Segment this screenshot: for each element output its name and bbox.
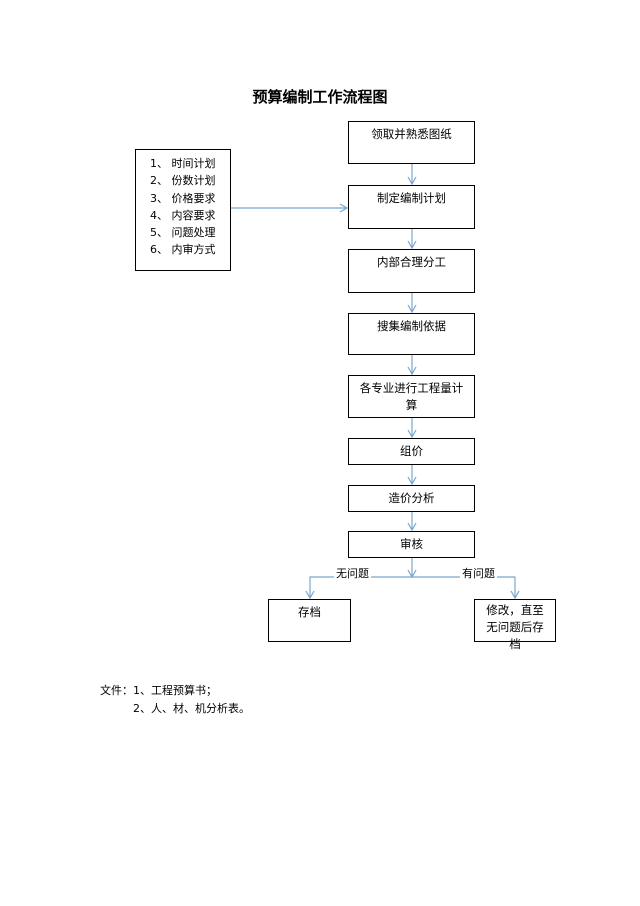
step-pricing: 组价 <box>348 438 475 465</box>
step-quantity-calc: 各专业进行工程量计算 <box>348 375 475 418</box>
has-issue-label: 有问题 <box>460 565 497 581</box>
requirement-item: 6、 内审方式 <box>150 243 216 257</box>
no-issue-label: 无问题 <box>334 565 371 581</box>
files-line-1: 文件：1、工程预算书； <box>100 684 217 697</box>
requirement-item: 5、 问题处理 <box>150 226 216 240</box>
branch-no-issue <box>305 576 412 600</box>
diagram-title: 预算编制工作流程图 <box>252 88 388 106</box>
step-collect-basis: 搜集编制依据 <box>348 313 475 355</box>
outcome-revise: 修改，直至无问题后存档 <box>474 599 556 651</box>
requirements-box: 1、 时间计划 2、 份数计划 3、 价格要求 4、 内容要求 5、 问题处理 … <box>135 149 231 271</box>
files-line-2: 2、人、材、机分析表。 <box>133 702 250 715</box>
step-assign-work: 内部合理分工 <box>348 249 475 293</box>
requirement-item: 1、 时间计划 <box>150 157 216 170</box>
step-receive-drawings: 领取并熟悉图纸 <box>348 121 475 164</box>
step-make-plan: 制定编制计划 <box>348 185 475 229</box>
branch-has-issue <box>412 576 520 600</box>
step-cost-analysis: 造价分析 <box>348 485 475 512</box>
files-note: 文件：1、工程预算书； 2、人、材、机分析表。 <box>100 682 250 718</box>
requirement-item: 2、 份数计划 <box>150 174 216 188</box>
requirement-item: 4、 内容要求 <box>150 208 216 222</box>
outcome-archive: 存档 <box>268 599 351 642</box>
step-review: 审核 <box>348 531 475 558</box>
requirement-item: 3、 价格要求 <box>150 191 216 205</box>
